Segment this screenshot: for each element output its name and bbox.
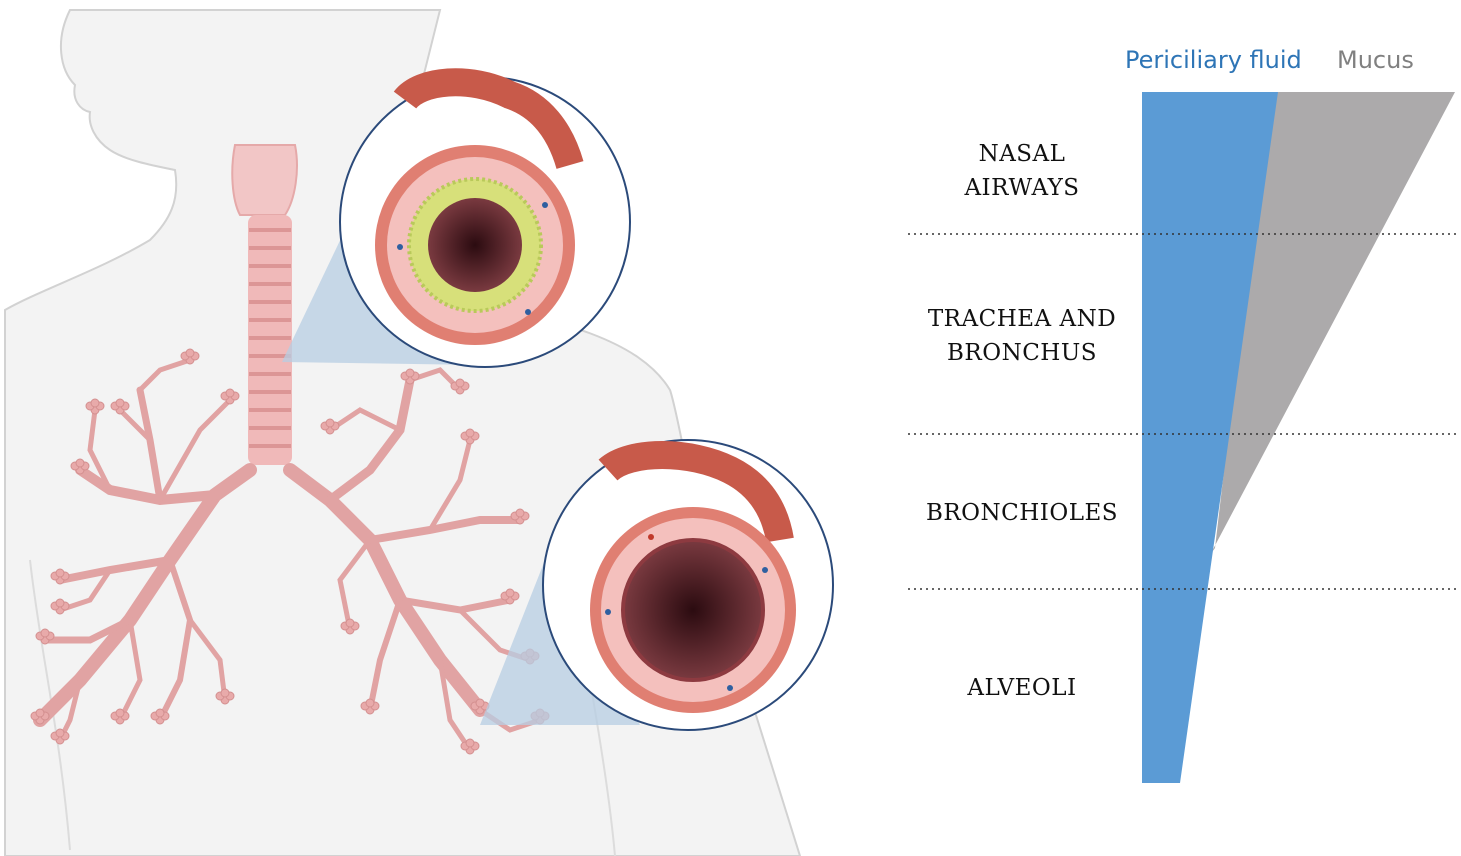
region-label-alveoli: ALVEOLI xyxy=(892,671,1152,705)
arm-line-left xyxy=(29,559,71,851)
alveolus xyxy=(35,708,45,718)
alveolus xyxy=(345,618,355,628)
region-label-line: BRONCHUS xyxy=(947,340,1097,366)
alveolus xyxy=(155,708,165,718)
region-label-line: BRONCHIOLES xyxy=(925,500,1119,526)
region-label-line: AIRWAYS xyxy=(964,175,1080,201)
alveolus xyxy=(505,588,515,598)
region-label-line: NASAL xyxy=(978,141,1066,167)
periciliary-layer-wedge xyxy=(1142,92,1278,783)
alveolus xyxy=(325,418,335,428)
legend-periciliary-fluid: Periciliary fluid xyxy=(1125,46,1302,74)
region-label-trachea-bronchus: TRACHEA AND BRONCHUS xyxy=(892,302,1152,370)
alveolus xyxy=(185,348,195,358)
region-label-line: TRACHEA AND xyxy=(927,306,1117,332)
alveoli-clusters xyxy=(30,348,550,755)
alveolus xyxy=(465,428,475,438)
region-label-line: ALVEOLI xyxy=(967,675,1077,701)
alveolus xyxy=(55,568,65,578)
alveolus xyxy=(55,598,65,608)
bronchial-tree-right xyxy=(283,367,543,753)
alveolus xyxy=(455,378,465,388)
legend-mucus: Mucus xyxy=(1337,46,1414,74)
alveolus xyxy=(515,508,525,518)
alveolus xyxy=(115,398,125,408)
alveolus xyxy=(405,368,415,378)
trachea xyxy=(231,144,298,465)
alveolus xyxy=(90,398,100,408)
alveolus xyxy=(40,628,50,638)
region-label-nasal-airways: NASAL AIRWAYS xyxy=(892,137,1152,205)
alveolus xyxy=(220,688,230,698)
alveolus xyxy=(365,698,375,708)
mucus-layer-wedge xyxy=(1210,92,1455,555)
alveolus xyxy=(475,698,485,708)
bronchial-tree-left xyxy=(33,357,257,743)
region-label-bronchioles: BRONCHIOLES xyxy=(892,496,1152,530)
alveolus xyxy=(465,738,475,748)
alveolus xyxy=(115,708,125,718)
alveolus xyxy=(55,728,65,738)
airway-section-healthy xyxy=(542,439,834,731)
alveolus xyxy=(225,388,235,398)
airway-section-mucus xyxy=(339,68,631,368)
alveolus xyxy=(75,458,85,468)
